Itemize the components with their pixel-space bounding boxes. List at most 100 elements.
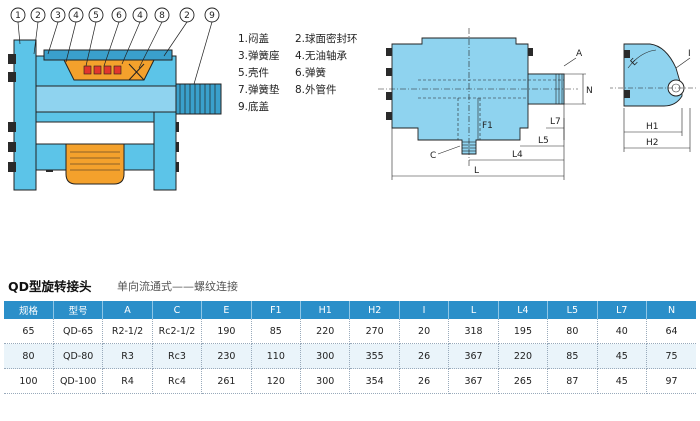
legend-item: 9.底盖 <box>238 101 270 113</box>
table-cell: 300 <box>300 368 351 394</box>
spec-subtitle: 单向流通式——螺纹连接 <box>117 280 238 293</box>
table-cell: 355 <box>349 343 400 369</box>
table-cell: 65 <box>4 319 54 344</box>
callout-label: 6 <box>116 11 122 21</box>
spec-table: 规格 型号 A C E F1 H1 H2 I L L4 L5 L7 N 65 Q… <box>4 301 696 394</box>
column-header: L7 <box>597 301 647 319</box>
table-cell: 190 <box>201 319 252 344</box>
table-cell: 100 <box>4 368 54 394</box>
column-header: F1 <box>251 301 302 319</box>
table-cell: 300 <box>300 343 351 369</box>
table-cell: 195 <box>498 319 549 344</box>
dim-label-c: C <box>430 151 436 161</box>
legend-row: 1.闷盖 2.球面密封环 <box>238 31 408 48</box>
callout-label: 1 <box>15 11 21 21</box>
dim-label-a: A <box>576 49 583 59</box>
table-header-row: 规格 型号 A C E F1 H1 H2 I L L4 L5 L7 N <box>4 301 696 319</box>
table-cell: 20 <box>399 319 450 344</box>
table-cell: QD-80 <box>53 343 104 369</box>
dim-label-n: N <box>586 86 593 96</box>
column-header: L <box>448 301 499 319</box>
table-cell: QD-65 <box>53 319 104 344</box>
legend-item: 2.球面密封环 <box>295 33 358 45</box>
legend-item: 3.弹簧座 <box>238 50 280 62</box>
dim-label-l: L <box>474 166 479 176</box>
bolt-icons <box>386 48 533 120</box>
spec-title: QD型旋转接头 <box>8 279 92 294</box>
table-cell: 318 <box>448 319 499 344</box>
callout-label: 2 <box>35 11 41 21</box>
table-cell: Rc3 <box>152 343 203 369</box>
table-row: 80 QD-80 R3 Rc3 230 110 300 355 26 367 2… <box>4 343 696 369</box>
table-cell: R3 <box>102 343 153 369</box>
legend-row: 7.弹簧垫 8.外管件 <box>238 82 408 99</box>
table-cell: 40 <box>597 319 647 344</box>
table-cell: 270 <box>349 319 400 344</box>
legend-item: 1.闷盖 <box>238 33 270 45</box>
table-cell: 261 <box>201 368 252 394</box>
legend-item: 5.壳件 <box>238 67 270 79</box>
parts-legend: 1.闷盖 2.球面密封环 3.弹簧座 4.无油轴承 5.壳件 6.弹簧 7.弹簧垫 8.… <box>238 31 408 116</box>
table-cell: 110 <box>251 343 302 369</box>
column-header: 型号 <box>53 301 104 319</box>
column-header: N <box>646 301 696 319</box>
table-cell: 80 <box>4 343 54 369</box>
table-cell: 75 <box>646 343 696 369</box>
legend-item: 4.无油轴承 <box>295 50 348 62</box>
section-view: 1 2 3 4 5 6 4 8 2 9 <box>8 7 222 191</box>
legend-item: 7.弹簧垫 <box>238 84 280 96</box>
callout-label: 3 <box>55 11 61 21</box>
callout-label: 4 <box>137 11 143 21</box>
table-cell: 85 <box>251 319 302 344</box>
column-header: A <box>102 301 153 319</box>
table-cell: 97 <box>646 368 696 394</box>
side-body <box>623 43 683 107</box>
table-cell: 64 <box>646 319 696 344</box>
table-cell: Rc2-1/2 <box>152 319 203 344</box>
legend-item: 6.弹簧 <box>295 67 327 79</box>
table-cell: R2-1/2 <box>102 319 153 344</box>
dim-label-l5: L5 <box>538 136 549 146</box>
column-header: L4 <box>498 301 549 319</box>
table-cell: 220 <box>498 343 549 369</box>
right-flange <box>153 111 177 191</box>
table-cell: 26 <box>399 368 450 394</box>
column-header: 规格 <box>4 301 54 319</box>
legend-row: 3.弹簧座 4.无油轴承 <box>238 48 408 65</box>
callout-label: 2 <box>184 11 190 21</box>
dim-label-e: E <box>629 57 640 68</box>
table-cell: 367 <box>448 368 499 394</box>
table-cell: QD-100 <box>53 368 104 394</box>
dim-label-f1: F1 <box>482 121 493 131</box>
table-row: 100 QD-100 R4 Rc4 261 120 300 354 26 367… <box>4 368 696 394</box>
callout-label: 5 <box>93 11 99 21</box>
table-cell: 230 <box>201 343 252 369</box>
dim-label-h2: H2 <box>646 138 659 148</box>
table-cell: R4 <box>102 368 153 394</box>
legend-row: 9.底盖 <box>238 99 408 116</box>
table-cell: Rc4 <box>152 368 203 394</box>
dim-label-l7: L7 <box>550 117 561 127</box>
dim-label-i: I <box>688 49 691 59</box>
column-header: C <box>152 301 203 319</box>
legend-item: 8.外管件 <box>295 84 337 96</box>
left-flange <box>13 39 37 191</box>
column-header: I <box>399 301 450 319</box>
callout-label: 8 <box>159 11 165 21</box>
side-view: E I H1 H2 <box>610 43 696 152</box>
table-cell: 85 <box>547 343 598 369</box>
table-cell: 80 <box>547 319 598 344</box>
column-header: H1 <box>300 301 351 319</box>
table-cell: 265 <box>498 368 549 394</box>
table-cell: 354 <box>349 368 400 394</box>
body-outline <box>391 37 565 155</box>
table-cell: 367 <box>448 343 499 369</box>
dim-label-h1: H1 <box>646 122 659 132</box>
table-cell: 220 <box>300 319 351 344</box>
callout-label: 9 <box>209 11 215 21</box>
callout-label: 4 <box>73 11 79 21</box>
column-header: H2 <box>349 301 400 319</box>
column-header: L5 <box>547 301 598 319</box>
table-cell: 87 <box>547 368 598 394</box>
table-row: 65 QD-65 R2-1/2 Rc2-1/2 190 85 220 270 2… <box>4 319 696 344</box>
